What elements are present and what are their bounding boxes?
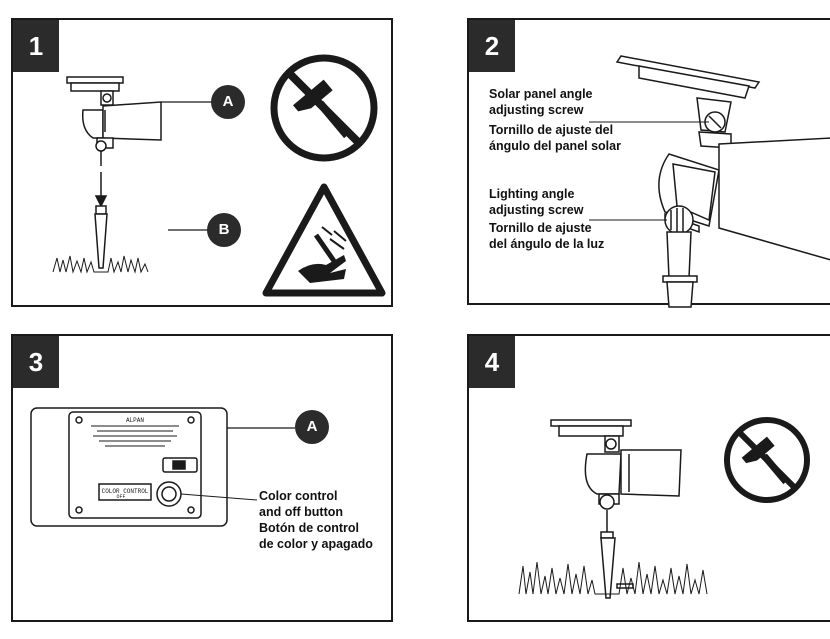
callout-b: B (207, 213, 241, 247)
no-hammer-icon (724, 417, 810, 503)
control-box-illustration (30, 407, 228, 527)
grass-illustration (52, 255, 149, 274)
panel-4: 4 (467, 334, 830, 622)
installed-solar-light-illustration (550, 419, 682, 599)
solar-light-closeup-illustration (615, 55, 830, 308)
solar-light-illustration (66, 76, 162, 166)
panel-1-illustration (52, 54, 386, 297)
color-control-button-label-en: Color control and off button (259, 489, 343, 519)
control-box-fine-print (91, 425, 179, 447)
down-arrow-icon (94, 172, 108, 208)
hand-hazard-warning-icon (262, 183, 386, 297)
step-number-3: 3 (13, 336, 59, 388)
solar-panel-screw-label-es: Tornillo de ajuste del ángulo del panel … (489, 123, 621, 153)
panel-2-illustration (589, 55, 830, 308)
solar-panel-screw-label-en: Solar panel angle adjusting screw (489, 87, 593, 117)
step-number-2: 2 (469, 20, 515, 72)
step-number-1: 1 (13, 20, 59, 72)
panel-1: 1 (11, 18, 393, 307)
ground-stake-illustration (94, 205, 108, 269)
callout-a: A (211, 85, 245, 119)
callout-a: A (295, 410, 329, 444)
panel-2: 2 Solar panel angle adjusting screw (467, 18, 830, 308)
no-hammer-icon (270, 54, 378, 162)
lighting-screw-label-es: Tornillo de ajuste del ángulo de la luz (489, 221, 605, 251)
device-brand-text: ALPAN (126, 417, 144, 424)
step-number-4: 4 (469, 336, 515, 388)
color-control-button-label-es: Botón de control de color y apagado (259, 521, 373, 551)
panel-3-illustration: ALPAN COLOR CONTROL OFF (30, 407, 295, 527)
lighting-screw-label-en: Lighting angle adjusting screw (489, 187, 584, 217)
off-text: OFF (116, 494, 125, 500)
panel-4-illustration (518, 417, 810, 599)
color-control-switch-text: COLOR CONTROL (102, 488, 149, 495)
grass-illustration (518, 561, 708, 595)
panel-3: 3 ALPAN COLOR CONTROL OFF A Col (11, 334, 393, 622)
